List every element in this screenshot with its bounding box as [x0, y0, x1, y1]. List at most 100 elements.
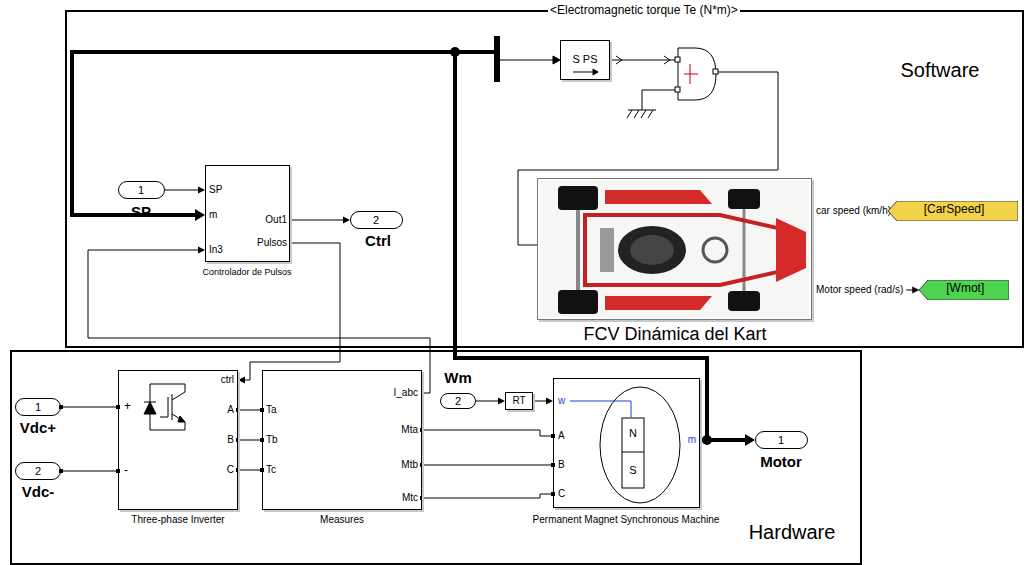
port-label: Three-phase Inverter: [131, 514, 224, 526]
ground-symbol: [634, 110, 639, 118]
bus-line: [455, 50, 494, 54]
connector: [476, 398, 505, 405]
kart-illustration: [728, 291, 760, 311]
connector: [906, 287, 919, 294]
arrow-head: [546, 398, 553, 405]
function-block: S PS: [560, 40, 610, 80]
port-label: m: [209, 209, 217, 221]
torque-source: [675, 57, 680, 62]
port-label: SP: [209, 184, 222, 196]
port-label: Mtb: [401, 459, 418, 471]
connection-dot: [236, 408, 240, 412]
igbt-symbol: [172, 414, 185, 422]
ground-symbol: [641, 110, 646, 118]
signal-line: [290, 220, 344, 221]
igbt-symbol: [178, 416, 185, 422]
igbt-symbol: [144, 384, 185, 430]
block-label: Vdc-: [22, 483, 55, 500]
igbt-symbol: [160, 397, 168, 417]
connector: [420, 428, 555, 438]
port-label: S PS: [572, 53, 597, 66]
panel-title: Hardware: [749, 521, 836, 544]
bus-selector: [494, 36, 500, 82]
converter-arrow: [573, 72, 594, 73]
port-label: A: [227, 404, 234, 416]
signal-name: <Electromagnetic torque Te (N*m)>: [548, 4, 740, 18]
igbt-symbol: [172, 392, 185, 400]
block-label: SP: [131, 203, 151, 220]
connector: [236, 438, 264, 442]
connector: [88, 247, 430, 394]
motor-symbol: [600, 387, 680, 503]
port-label: +: [124, 400, 131, 414]
arrow-head: [195, 209, 205, 221]
signal-line: [61, 471, 118, 472]
connector: [236, 468, 264, 472]
kart-model-block: car speed (km/h)Motor speed (rad/s)FCV D…: [537, 178, 812, 320]
subsystem-panel: Software1SPSPmIn3Out1PulsosControlador d…: [65, 10, 1024, 348]
port-label: w: [558, 395, 565, 407]
motor-symbol: [570, 401, 631, 417]
port-label: S: [629, 464, 636, 477]
signal-line: [244, 243, 340, 380]
panel-title: Software: [901, 59, 980, 82]
signal-line: [238, 470, 262, 471]
port-label: car speed (km/h): [816, 205, 891, 217]
port-label: Permanent Magnet Synchronous Machine: [533, 514, 720, 526]
block-label: Ctrl: [365, 232, 391, 249]
port-label: m: [688, 434, 696, 446]
ground-symbol: [627, 110, 632, 118]
kart-illustration: [576, 210, 580, 290]
goto-tag: [CarSpeed]: [888, 201, 1018, 221]
port-label: 2: [373, 214, 379, 227]
port-block: 1Vdc+: [15, 398, 61, 416]
port-label: Mtc: [402, 492, 418, 504]
signal-line: [422, 494, 553, 498]
kart-illustration: [585, 215, 795, 285]
motor-symbol: [622, 452, 644, 453]
port-label: 2: [455, 395, 461, 408]
connector: [290, 217, 350, 224]
port-label: Tc: [266, 464, 276, 476]
function-block: +-ctrlABCThree-phase Inverter: [118, 370, 238, 510]
physical-line: [664, 56, 670, 64]
igbt-symbol: [172, 394, 173, 420]
arrow-head: [198, 187, 205, 194]
arrow-head: [198, 247, 205, 254]
port-label: 1: [138, 184, 144, 197]
signal-line: [238, 410, 262, 411]
port-label: Tb: [266, 434, 278, 446]
kart-illustration: [540, 181, 809, 317]
connector: [420, 492, 555, 500]
port-label: In3: [209, 244, 223, 256]
connector: [165, 187, 205, 194]
bus-selector: [494, 36, 500, 82]
signal-line: [476, 401, 499, 402]
signal-line: [500, 56, 560, 64]
signal-line: [422, 465, 553, 466]
arrow-head: [343, 217, 350, 224]
port-label: Pulsos: [257, 237, 287, 249]
signal-line: [88, 250, 430, 393]
block-label: FCV Dinámica del Kart: [583, 324, 766, 345]
connector: [533, 398, 553, 405]
goto-tag: [Wmot]: [919, 280, 1009, 300]
port-block: 2Vdc-: [15, 462, 61, 480]
port-label: I_abc: [394, 387, 418, 399]
torque-source: [678, 48, 716, 100]
connector: [238, 243, 340, 384]
function-block: RT: [505, 392, 533, 410]
arrow-head: [238, 377, 245, 384]
function-block: TaTbTcI_abcMtaMtbMtcMeasures: [262, 370, 422, 510]
connector: [59, 405, 120, 409]
arrow-head: [745, 434, 755, 446]
connector: [700, 434, 755, 446]
bus-line: [72, 52, 707, 440]
bus-line: [455, 50, 494, 54]
block-label: Motor: [760, 453, 802, 470]
connection-dot: [59, 405, 63, 409]
signal-line: [906, 290, 913, 291]
